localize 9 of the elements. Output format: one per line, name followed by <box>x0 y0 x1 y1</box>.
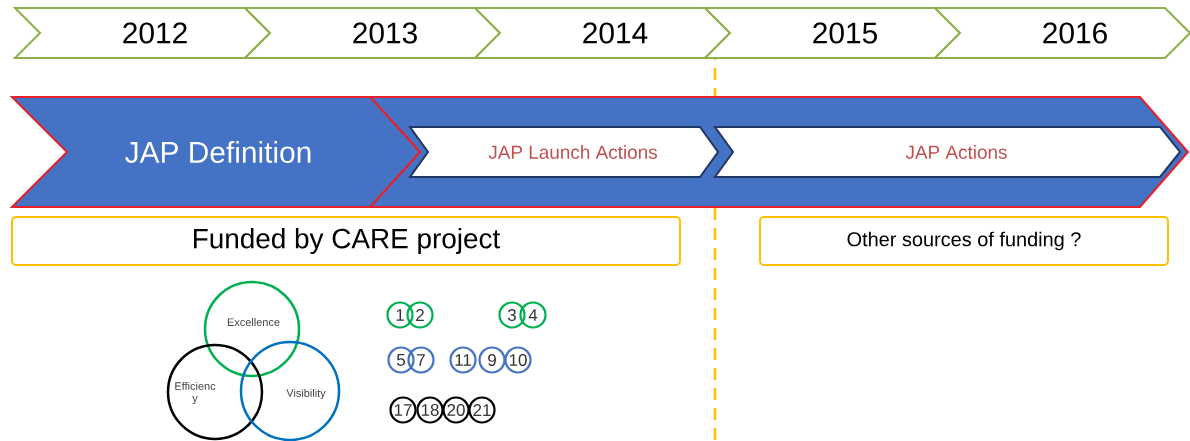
timeline-segment: 2012 <box>12 7 272 59</box>
funding-box: Funded by CARE project <box>11 216 681 266</box>
phase-band: JAP Launch Actions <box>408 126 720 178</box>
node-label: JAP Actions <box>905 145 1007 159</box>
timeline-segment: 2016 <box>932 7 1190 59</box>
node-label: 2016 <box>1043 22 1107 44</box>
phase-band: JAP Definition <box>9 96 422 208</box>
funding-box: Other sources of funding ? <box>759 216 1169 266</box>
phase-band: JAP Actions <box>713 126 1182 178</box>
